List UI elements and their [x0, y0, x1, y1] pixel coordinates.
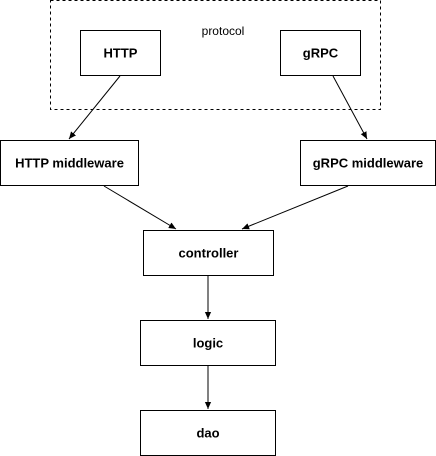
protocol-group-border	[50, 0, 381, 110]
protocol-group: protocol	[50, 0, 381, 110]
node-grpc: gRPC	[280, 30, 361, 76]
node-grpc-middleware-box	[300, 140, 436, 186]
node-http: HTTP	[80, 30, 161, 76]
node-logic-box	[140, 320, 276, 366]
node-dao-label: dao	[196, 426, 219, 441]
node-grpc-middleware-label: gRPC middleware	[313, 156, 424, 171]
node-grpc-box	[280, 30, 361, 76]
edge-http-to-http-middleware	[68, 75, 121, 140]
node-controller-label: controller	[179, 246, 239, 261]
node-logic-label: logic	[193, 336, 223, 351]
node-logic: logic	[140, 320, 276, 366]
node-grpc-label: gRPC	[303, 46, 339, 61]
edge-grpc-to-grpc-middleware	[332, 75, 368, 140]
edges	[68, 75, 368, 409]
node-http-label: HTTP	[104, 46, 138, 61]
node-dao: dao	[140, 410, 276, 456]
node-controller: controller	[143, 230, 274, 276]
node-http-middleware-box	[0, 140, 139, 186]
node-http-box	[80, 30, 161, 76]
edge-http-middleware-to-controller	[103, 185, 177, 230]
edge-grpc-middleware-to-controller	[241, 185, 349, 230]
node-grpc-middleware: gRPC middleware	[300, 140, 436, 186]
node-http-middleware: HTTP middleware	[0, 140, 139, 186]
node-http-middleware-label: HTTP middleware	[15, 156, 124, 171]
node-controller-box	[143, 230, 274, 276]
protocol-group-label: protocol	[202, 24, 245, 38]
